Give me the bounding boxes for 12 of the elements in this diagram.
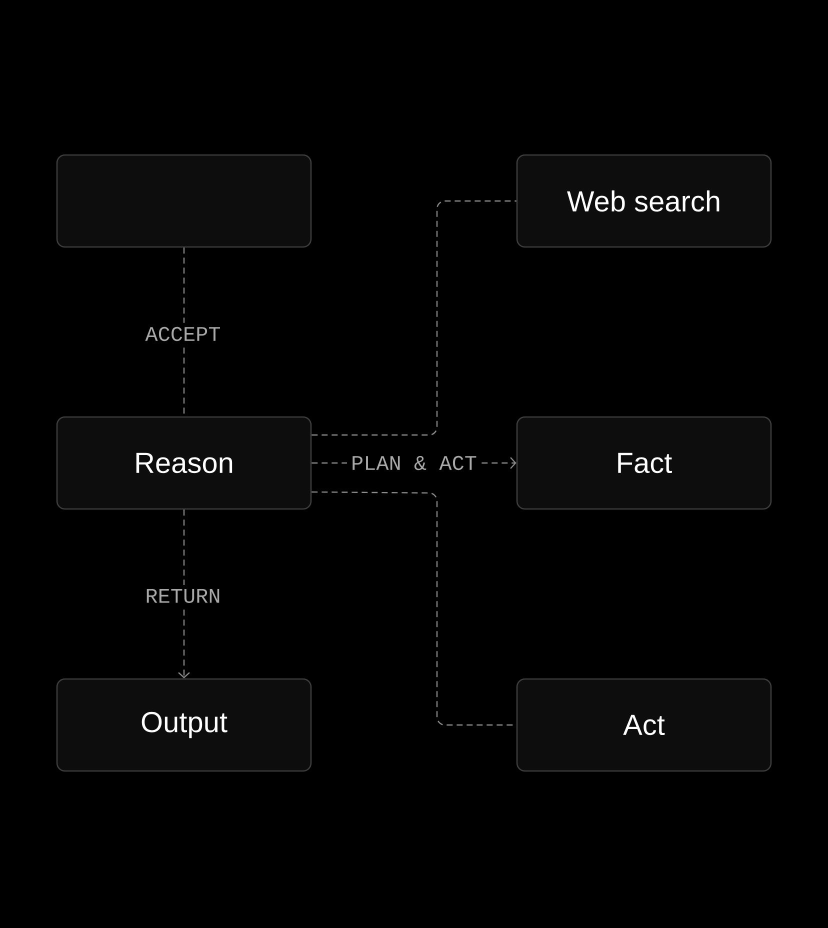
process-box: Reason [56, 416, 312, 510]
process-box: Fact [516, 416, 772, 510]
connector-line [183, 248, 185, 416]
edge-label: ACCEPT [141, 322, 225, 346]
process-box: Act [516, 678, 772, 772]
edge-label: RETURN [141, 584, 225, 607]
empty-box [56, 154, 312, 248]
edge-label: PLAN & ACT [347, 452, 482, 474]
connector-line [312, 200, 516, 436]
process-box: Web search [516, 154, 772, 248]
arrow [178, 510, 190, 678]
process-box: Output [56, 678, 312, 772]
